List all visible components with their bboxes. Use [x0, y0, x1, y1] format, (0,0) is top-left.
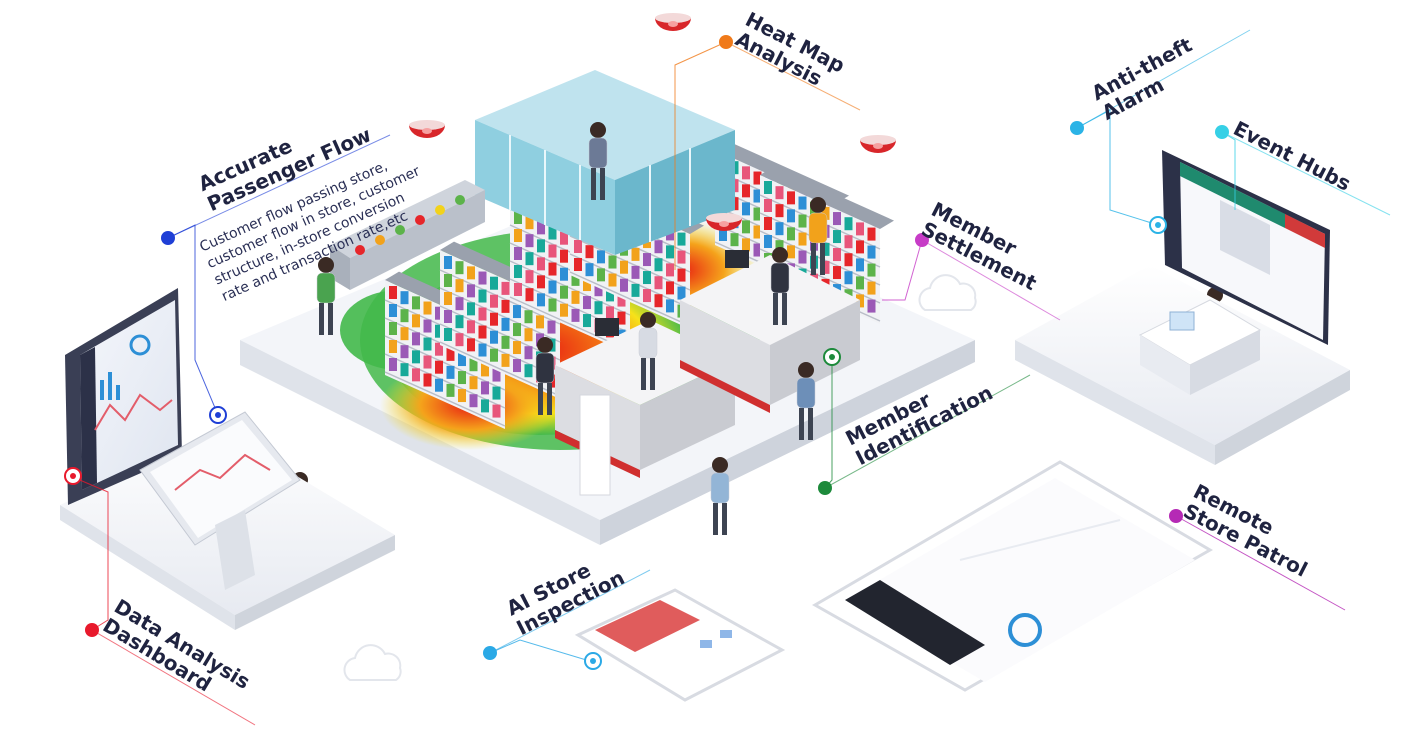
cloud-icon	[343, 644, 402, 681]
leader-line	[161, 134, 391, 424]
ceiling-cameras	[409, 13, 896, 231]
callout-dot	[915, 233, 929, 247]
callout-dot	[161, 231, 175, 245]
produce-shelf	[330, 180, 485, 290]
callout-dot	[1070, 121, 1084, 135]
leader-line	[818, 348, 1031, 495]
touch-kiosk	[139, 411, 301, 590]
leader-line	[1070, 29, 1251, 234]
callout-leader-lines	[64, 29, 1391, 726]
person-icon	[638, 312, 658, 390]
callout-dot	[719, 35, 733, 49]
ceiling-camera-icon	[860, 135, 896, 153]
callout-dot	[1169, 509, 1183, 523]
ceiling-camera-icon	[706, 213, 742, 231]
leader-line	[483, 569, 651, 670]
leader-line	[1169, 509, 1346, 611]
leader-line	[882, 233, 1061, 321]
callout-dot	[85, 623, 99, 637]
leader-line	[674, 35, 861, 270]
leader-line	[64, 467, 256, 726]
person-icon	[770, 247, 790, 325]
ceiling-camera-icon	[409, 120, 445, 138]
person-icon	[796, 362, 816, 440]
dashboard-monitor	[65, 288, 182, 505]
person-icon	[808, 197, 828, 275]
callout-dot	[1215, 125, 1229, 139]
cloud-icons	[343, 274, 977, 681]
callout-dot	[483, 646, 497, 660]
leader-line	[1215, 125, 1391, 216]
reception-desk	[1138, 299, 1262, 395]
event-hub-screen	[1162, 150, 1330, 345]
patrol-laptop	[811, 460, 1213, 692]
callout-dot	[818, 481, 832, 495]
ceiling-camera-icon	[655, 13, 691, 31]
cloud-icon	[918, 274, 977, 311]
person-icon	[316, 257, 336, 335]
person-icon	[588, 122, 608, 200]
inspection-tablet	[574, 588, 786, 702]
person-icon	[535, 337, 555, 415]
person-icon	[710, 457, 730, 535]
